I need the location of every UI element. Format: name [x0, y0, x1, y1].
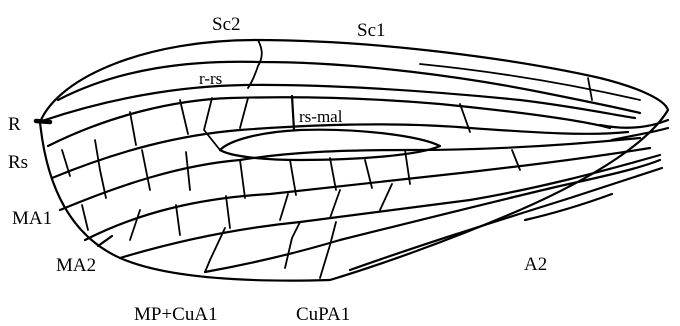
label-rs: Rs: [8, 152, 28, 173]
crossvein-23: [82, 205, 88, 230]
sc-branch: [248, 40, 262, 88]
crossvein-13: [330, 190, 340, 218]
r-rs-crossvein: [204, 98, 220, 150]
cu-vein: [120, 155, 660, 258]
label-rs-mal: rs-mal: [299, 107, 343, 126]
label-sc2: Sc2: [212, 14, 241, 35]
crossvein-9: [130, 210, 140, 240]
basal-cell: [220, 130, 440, 160]
label-a2: A2: [524, 254, 547, 275]
label-cupa1: CuPA1: [296, 304, 350, 325]
crossvein-22: [240, 98, 248, 128]
apex-fold-upper: [600, 120, 668, 128]
crossvein-21: [130, 112, 136, 145]
ma2-stub: [98, 236, 112, 246]
wing-outline: [40, 40, 668, 281]
crossvein-5: [330, 158, 336, 190]
crossvein-14: [380, 184, 392, 210]
crossvein-12: [280, 194, 288, 220]
crossvein-10: [176, 205, 180, 235]
label-ma2: MA2: [56, 255, 96, 276]
crossvein-4: [290, 160, 296, 195]
mp-vein: [85, 148, 650, 240]
a1-vein: [350, 168, 662, 270]
label-r-rs: r-rs: [199, 69, 222, 88]
label-r: R: [8, 114, 21, 135]
rs-mal-crossvein: [292, 96, 294, 130]
r-vein-stub: [36, 121, 50, 122]
crossvein-1: [142, 150, 150, 190]
crossvein-3: [240, 160, 245, 198]
label-sc1: Sc1: [357, 20, 386, 41]
label-mp-cua1: MP+CuA1: [134, 304, 218, 325]
crossvein-16: [285, 222, 300, 268]
crossvein-17: [320, 222, 336, 278]
crossvein-2: [186, 152, 190, 190]
crossvein-19: [95, 140, 106, 198]
crossvein-20: [180, 100, 188, 134]
crossvein-11: [226, 196, 230, 228]
label-ma1: MA1: [12, 208, 52, 229]
